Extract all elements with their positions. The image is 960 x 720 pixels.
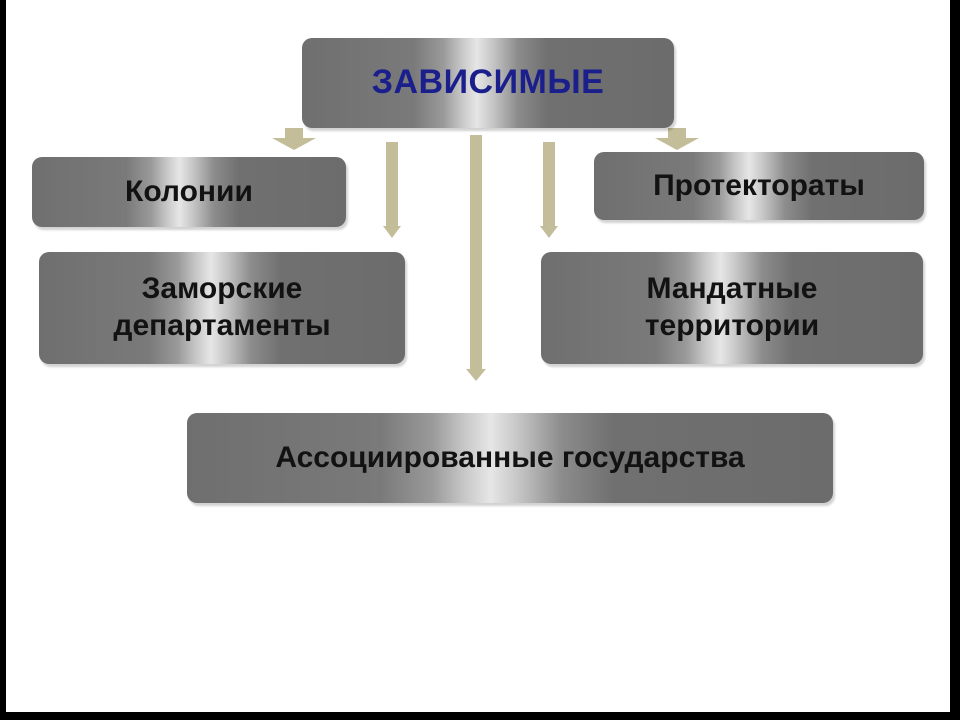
node-protectorates-label: Протектораты bbox=[653, 168, 865, 202]
root-node: ЗАВИСИМЫЕ bbox=[302, 38, 674, 128]
node-protectorates: Протектораты bbox=[594, 152, 924, 220]
arrow-to-colonies bbox=[272, 128, 316, 150]
node-mandated: Мандатные территории bbox=[541, 252, 923, 364]
node-overseas: Заморские департаменты bbox=[39, 252, 405, 364]
root-node-label: ЗАВИСИМЫЕ bbox=[371, 63, 605, 102]
node-overseas-label: Заморские департаменты bbox=[113, 272, 331, 342]
node-associated-label: Ассоциированные государства bbox=[275, 440, 745, 474]
node-colonies-label: Колонии bbox=[125, 174, 253, 208]
arrow-to-protectorates bbox=[655, 128, 699, 150]
arrow-to-mandated bbox=[540, 142, 558, 238]
diagram-slide: ЗАВИСИМЫЕ Колонии Протектораты Заморские… bbox=[6, 0, 950, 712]
node-colonies: Колонии bbox=[32, 157, 346, 227]
node-mandated-label: Мандатные территории bbox=[644, 272, 820, 342]
arrow-to-overseas bbox=[383, 142, 401, 238]
node-associated: Ассоциированные государства bbox=[187, 413, 833, 503]
arrows-layer bbox=[272, 128, 699, 381]
arrow-to-associated bbox=[466, 135, 486, 381]
